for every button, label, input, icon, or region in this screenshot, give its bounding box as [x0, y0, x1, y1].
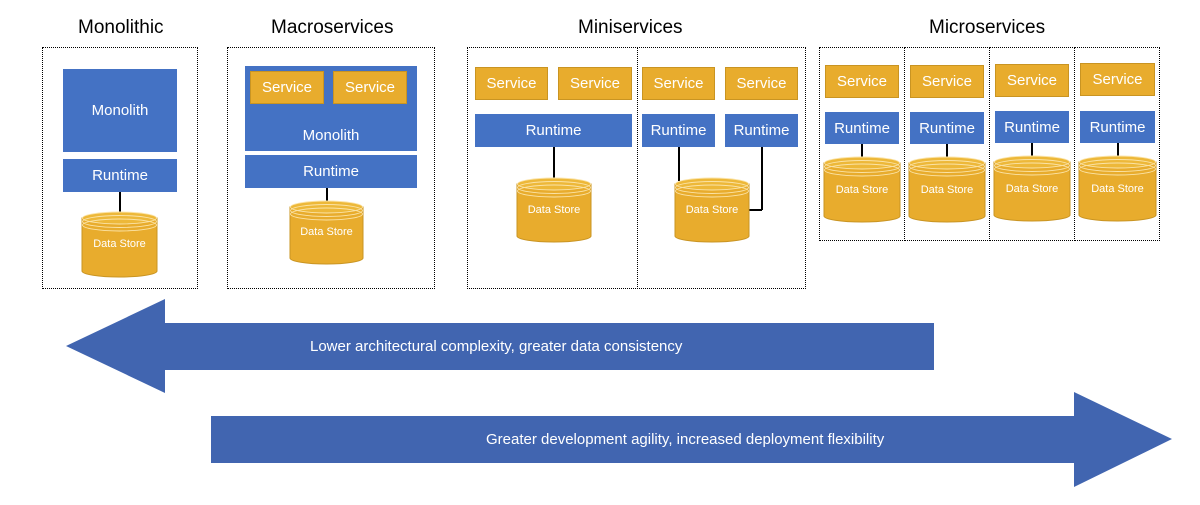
service-box: Service	[725, 67, 798, 100]
right-arrow	[211, 392, 1172, 487]
connector-line	[119, 192, 121, 214]
monolith-label: Monolith	[302, 126, 360, 144]
connector-line	[326, 188, 328, 204]
connector-line	[678, 147, 680, 181]
runtime-box: Runtime	[825, 112, 899, 144]
left-arrow-label: Lower architectural complexity, greater …	[310, 338, 683, 355]
service-box: Service	[642, 67, 715, 100]
data-store-label: Data Store	[93, 238, 146, 250]
data-store-cylinder: Data Store	[81, 211, 158, 278]
left-arrow	[66, 299, 934, 393]
connector-line	[946, 144, 948, 160]
title-macroservices: Macroservices	[271, 17, 394, 38]
service-box: Service	[995, 64, 1069, 97]
connector-line	[1031, 143, 1033, 159]
data-store-cylinder: Data Store	[289, 200, 364, 265]
data-store-cylinder: Data Store	[516, 177, 592, 243]
data-store-cylinder: Data Store	[1078, 155, 1157, 222]
right-arrow-label: Greater development agility, increased d…	[486, 431, 885, 448]
data-store-cylinder: Data Store	[823, 156, 901, 223]
monolith-box: Monolith	[63, 69, 177, 152]
service-box: Service	[333, 71, 407, 104]
data-store-label: Data Store	[1091, 183, 1144, 195]
service-box: Service	[1080, 63, 1155, 96]
runtime-box: Runtime	[725, 114, 798, 147]
runtime-box: Runtime	[245, 155, 417, 188]
cylinder-shape	[993, 155, 1071, 222]
miniservices-panel-right	[637, 47, 806, 289]
data-store-label: Data Store	[685, 204, 739, 216]
connector-line	[1117, 143, 1119, 159]
data-store-label: Data Store	[835, 184, 889, 196]
runtime-box: Runtime	[995, 111, 1069, 143]
cylinder-shape	[908, 156, 986, 223]
cylinder-shape	[823, 156, 901, 223]
service-box: Service	[475, 67, 548, 100]
cylinder-shape	[1078, 155, 1157, 222]
data-store-label: Data Store	[920, 184, 974, 196]
title-microservices: Microservices	[929, 17, 1046, 38]
title-miniservices: Miniservices	[578, 17, 683, 38]
service-box: Service	[558, 67, 632, 100]
title-monolithic: Monolithic	[78, 17, 164, 38]
runtime-box: Runtime	[642, 114, 715, 147]
microservices-panel	[1074, 47, 1160, 241]
data-store-cylinder: Data Store	[908, 156, 986, 223]
connector-line	[761, 147, 763, 210]
cylinder-shape	[81, 211, 158, 278]
data-store-label: Data Store	[300, 226, 353, 238]
runtime-box: Runtime	[910, 112, 984, 144]
service-box: Service	[825, 65, 899, 98]
cylinder-shape	[674, 177, 750, 243]
service-box: Service	[250, 71, 324, 104]
connector-line	[553, 147, 555, 181]
connector-line	[861, 144, 863, 160]
data-store-label: Data Store	[527, 204, 581, 216]
cylinder-shape	[516, 177, 592, 243]
connector-line	[748, 209, 762, 211]
runtime-box: Runtime	[63, 159, 177, 192]
runtime-box: Runtime	[475, 114, 632, 147]
data-store-label: Data Store	[1005, 183, 1059, 195]
macroservices-panel	[227, 47, 435, 289]
service-box: Service	[910, 65, 984, 98]
cylinder-shape	[289, 200, 364, 265]
data-store-cylinder: Data Store	[674, 177, 750, 243]
data-store-cylinder: Data Store	[993, 155, 1071, 222]
monolithic-panel	[42, 47, 198, 289]
runtime-box: Runtime	[1080, 111, 1155, 143]
